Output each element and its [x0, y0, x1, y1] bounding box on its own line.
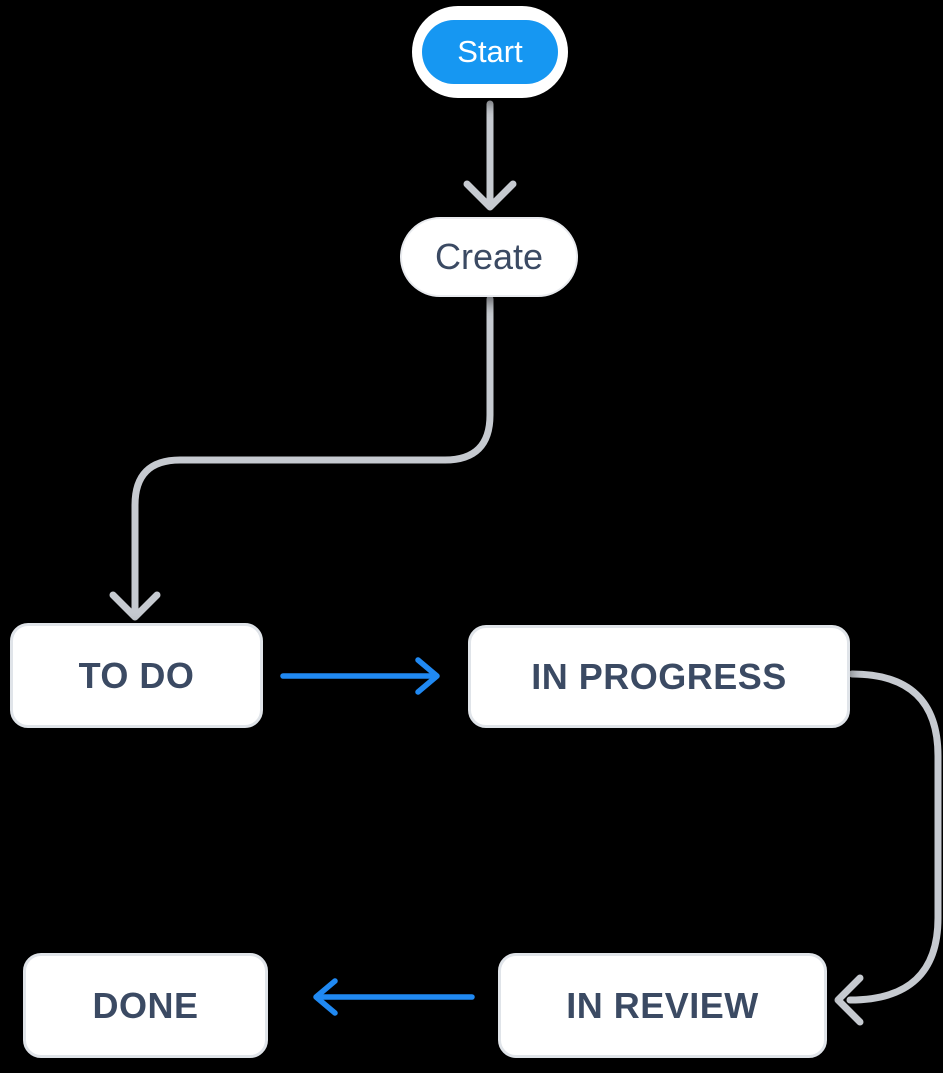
- edge-create-todo-line[interactable]: [131, 295, 494, 614]
- node-done-label: DONE: [92, 984, 199, 1026]
- edge-start-create-arrowhead: [463, 180, 517, 211]
- node-done[interactable]: DONE: [23, 953, 268, 1058]
- node-create[interactable]: Create: [400, 217, 578, 297]
- node-start-fill: Start: [422, 20, 558, 84]
- edge-inprogress-inreview[interactable]: [834, 670, 942, 1026]
- node-in-review[interactable]: IN REVIEW: [498, 953, 827, 1058]
- edge-inreview-done[interactable]: [313, 978, 475, 1016]
- node-todo-label: TO DO: [78, 654, 195, 696]
- edge-todo-inprogress[interactable]: [280, 657, 440, 695]
- edge-create-todo[interactable]: [109, 295, 494, 621]
- node-create-label: Create: [434, 236, 544, 277]
- node-start-label: Start: [457, 34, 523, 69]
- node-in-review-label: IN REVIEW: [566, 984, 759, 1026]
- edge-start-create[interactable]: [463, 100, 517, 211]
- edge-todo-inprogress-arrowhead: [415, 657, 440, 695]
- edge-inprogress-inreview-line[interactable]: [846, 670, 942, 1004]
- edge-inreview-done-arrowhead: [313, 978, 338, 1016]
- node-in-progress[interactable]: IN PROGRESS: [468, 625, 850, 728]
- edge-create-todo-arrowhead: [109, 591, 161, 621]
- edge-inprogress-inreview-arrowhead: [834, 974, 864, 1026]
- node-start[interactable]: Start: [412, 6, 568, 98]
- node-in-progress-label: IN PROGRESS: [531, 655, 787, 697]
- node-todo[interactable]: TO DO: [10, 623, 263, 728]
